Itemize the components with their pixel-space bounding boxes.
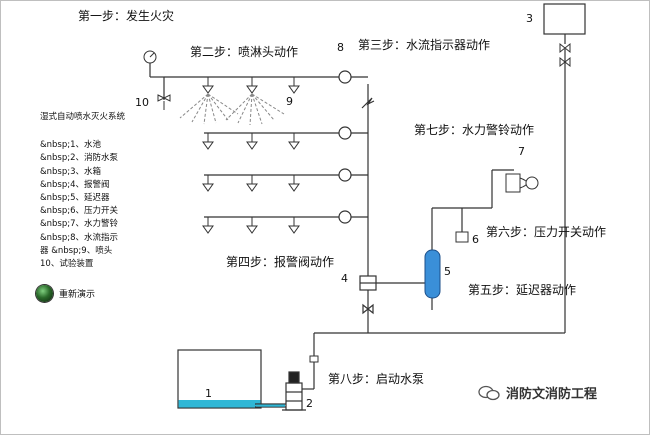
sprinkler-heads <box>202 77 300 234</box>
legend-item: &nbsp;2、消防水泵 <box>40 153 119 164</box>
component-number-1: 1 <box>205 387 212 400</box>
suction-pipe <box>255 403 286 408</box>
water-pool <box>177 349 262 409</box>
component-number-2: 2 <box>306 397 313 410</box>
top-distribution-pipe <box>149 57 368 100</box>
pool-water <box>178 400 261 408</box>
step-4-label: 第四步：报警阀动作 <box>226 255 335 269</box>
legend-title: 湿式自动喷水灭火系统 <box>40 112 126 122</box>
component-number-10: 10 <box>135 96 149 109</box>
legend-item: 器 &nbsp;9、喷头 <box>40 245 113 256</box>
step-1-label: 第一步：发生火灾 <box>78 9 175 23</box>
legend-item: 10、试验装置 <box>40 259 94 270</box>
pressure-switch <box>455 231 469 243</box>
step-3-label: 第三步：水流指示器动作 <box>358 38 491 52</box>
legend: 湿式自动喷水灭火系统 &nbsp;1、水池 &nbsp;2、消防水泵 &nbsp… <box>40 111 125 271</box>
component-number-4: 4 <box>341 272 348 285</box>
chat-bubble-icon <box>478 385 500 400</box>
step-2-label: 第二步：喷淋头动作 <box>190 45 299 59</box>
check-valve-pump <box>309 355 319 363</box>
test-device <box>143 50 171 110</box>
alarm-valve <box>359 275 377 315</box>
delay-chamber <box>424 249 441 299</box>
component-number-5: 5 <box>444 265 451 278</box>
legend-item: &nbsp;4、报警阀 <box>40 179 110 190</box>
step-7-label: 第七步：水力警铃动作 <box>414 123 535 137</box>
roof-tank <box>543 3 586 44</box>
component-number-7: 7 <box>518 145 525 158</box>
water-flow-indicator <box>338 70 375 109</box>
water-spray <box>179 93 285 126</box>
replay-button[interactable]: 重新演示 <box>36 285 95 302</box>
alarm-line <box>376 169 514 310</box>
watermark-text: 消防文消防工程 <box>506 387 598 402</box>
component-number-8: 8 <box>337 41 344 54</box>
replay-label: 重新演示 <box>59 290 96 300</box>
replay-icon <box>36 285 53 302</box>
step-5-label: 第五步：延迟器动作 <box>468 283 577 297</box>
fire-pump <box>282 371 306 411</box>
legend-item: &nbsp;8、水流指示 <box>40 232 119 243</box>
component-number-6: 6 <box>472 233 479 246</box>
water-motor-alarm <box>505 173 539 193</box>
legend-item: &nbsp;7、水力警铃 <box>40 219 119 230</box>
component-number-3: 3 <box>526 12 533 25</box>
legend-item: &nbsp;6、压力开关 <box>40 206 119 217</box>
branch-pipes <box>204 132 368 218</box>
watermark: 消防文消防工程 <box>478 383 597 402</box>
branch-flow-indicators <box>338 126 352 224</box>
tank-valves <box>559 42 571 68</box>
component-number-9: 9 <box>286 95 293 108</box>
step-8-label: 第八步：启动水泵 <box>328 372 425 386</box>
legend-item: &nbsp;1、水池 <box>40 140 102 151</box>
legend-item: &nbsp;3、水箱 <box>40 166 102 177</box>
legend-item: &nbsp;5、延迟器 <box>40 193 110 204</box>
step-6-label: 第六步：压力开关动作 <box>486 225 607 239</box>
